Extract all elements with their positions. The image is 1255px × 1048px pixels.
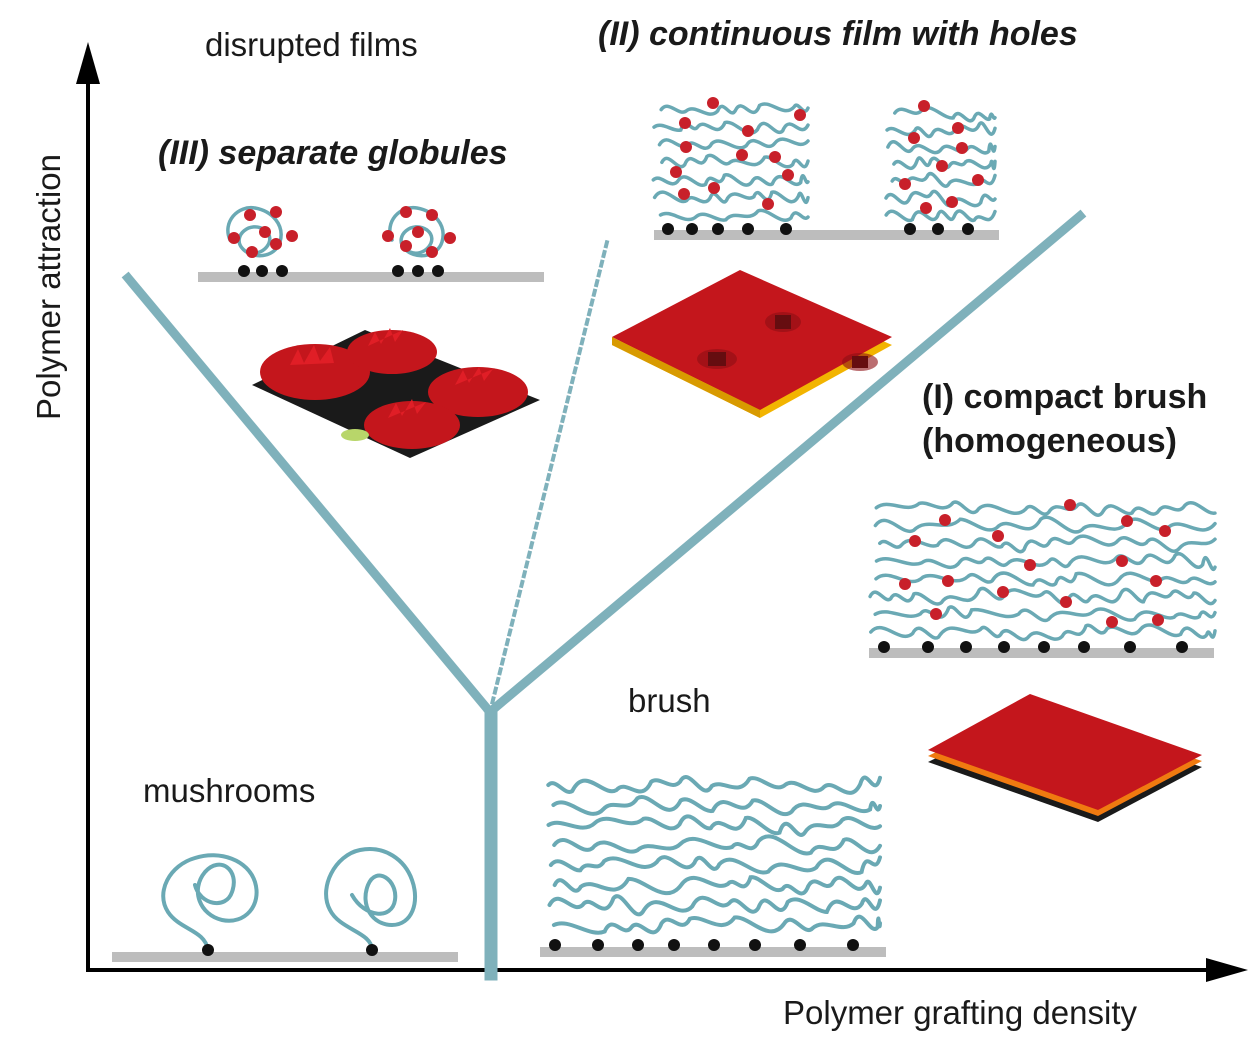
continuous-monomers	[670, 97, 984, 214]
globule-monomers	[228, 206, 456, 258]
mushroom-chains	[161, 847, 418, 952]
polymer-chain	[868, 500, 1217, 642]
phase-boundaries	[121, 209, 1087, 981]
x-axis-arrowhead	[1206, 958, 1248, 982]
continuous-film-illustration	[651, 97, 999, 240]
continuous-chains	[651, 102, 997, 223]
globules-illustration	[198, 206, 544, 282]
substrate	[540, 947, 886, 957]
substrate	[112, 952, 458, 962]
y-axis-label: Polymer attraction	[30, 154, 67, 420]
substrate	[198, 272, 544, 282]
label-brush: brush	[628, 682, 711, 719]
polymer-chain	[651, 102, 810, 222]
anchor	[549, 939, 561, 951]
polymer-chain	[884, 105, 997, 223]
continuous-anchors	[662, 223, 974, 235]
label-homogeneous: (homogeneous)	[922, 422, 1177, 460]
anchor	[592, 939, 604, 951]
anchor	[847, 939, 859, 951]
compact-brush-illustration	[868, 499, 1217, 658]
label-disrupted-films: disrupted films	[205, 26, 418, 63]
boundary-left	[121, 271, 497, 719]
substrate	[654, 230, 999, 240]
mushrooms-illustration	[112, 847, 458, 962]
anchor	[708, 939, 720, 951]
brush-chains	[546, 775, 882, 935]
substrate	[869, 648, 1214, 658]
label-mushrooms: mushrooms	[143, 772, 316, 809]
anchor	[202, 944, 214, 956]
label-continuous-film: (II) continuous film with holes	[598, 15, 1078, 53]
axes	[76, 42, 1248, 982]
compact-monomers	[899, 499, 1171, 628]
compact-film-render	[928, 694, 1202, 822]
anchor	[366, 944, 378, 956]
brush-illustration	[540, 775, 886, 957]
boundary-right	[483, 209, 1087, 719]
holes-film-render	[612, 270, 892, 418]
compact-anchors	[878, 641, 1188, 653]
boundary-dotted	[487, 235, 611, 715]
label-compact-brush: (I) compact brush	[922, 378, 1208, 416]
brush-anchors	[549, 939, 859, 951]
globule-anchors	[238, 265, 444, 277]
compact-chains	[868, 500, 1217, 642]
anchor	[749, 939, 761, 951]
globules-film-render	[252, 328, 540, 458]
anchor	[668, 939, 680, 951]
anchor	[794, 939, 806, 951]
x-axis-label: Polymer grafting density	[783, 994, 1137, 1031]
y-axis-arrowhead	[76, 42, 100, 84]
label-separate-globules: (III) separate globules	[158, 134, 508, 172]
anchor	[632, 939, 644, 951]
polymer-chain	[546, 775, 882, 935]
